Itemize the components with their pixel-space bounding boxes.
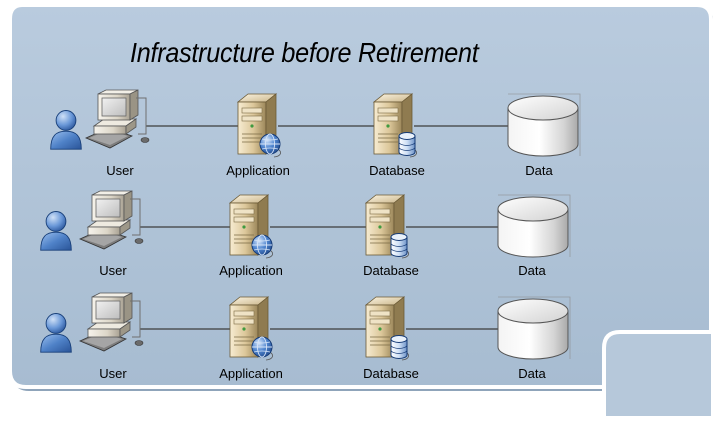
user-label: User [99, 263, 127, 278]
data-label: Data [518, 263, 546, 278]
data-storage-icon [507, 93, 581, 157]
data-storage-icon [497, 194, 571, 258]
application-server-icon [238, 94, 281, 157]
diagram-row [50, 89, 581, 157]
diagram-row [40, 292, 571, 360]
database-server-icon [366, 195, 409, 258]
database-server-icon [374, 94, 417, 157]
corner-card [602, 330, 713, 420]
user-label: User [99, 366, 127, 381]
database-label: Database [363, 366, 419, 381]
diagram-title: Infrastructure before Retirement [130, 37, 479, 68]
data-storage-icon [497, 296, 571, 360]
diagram-row [40, 190, 571, 258]
application-label: Application [219, 263, 283, 278]
application-server-icon [230, 297, 273, 360]
database-server-icon [366, 297, 409, 360]
user-label: User [106, 163, 134, 178]
application-label: Application [226, 163, 290, 178]
application-server-icon [230, 195, 273, 258]
diagram-rows [40, 89, 581, 360]
application-label: Application [219, 366, 283, 381]
database-label: Database [369, 163, 425, 178]
data-label: Data [518, 366, 546, 381]
database-label: Database [363, 263, 419, 278]
data-label: Data [525, 163, 553, 178]
